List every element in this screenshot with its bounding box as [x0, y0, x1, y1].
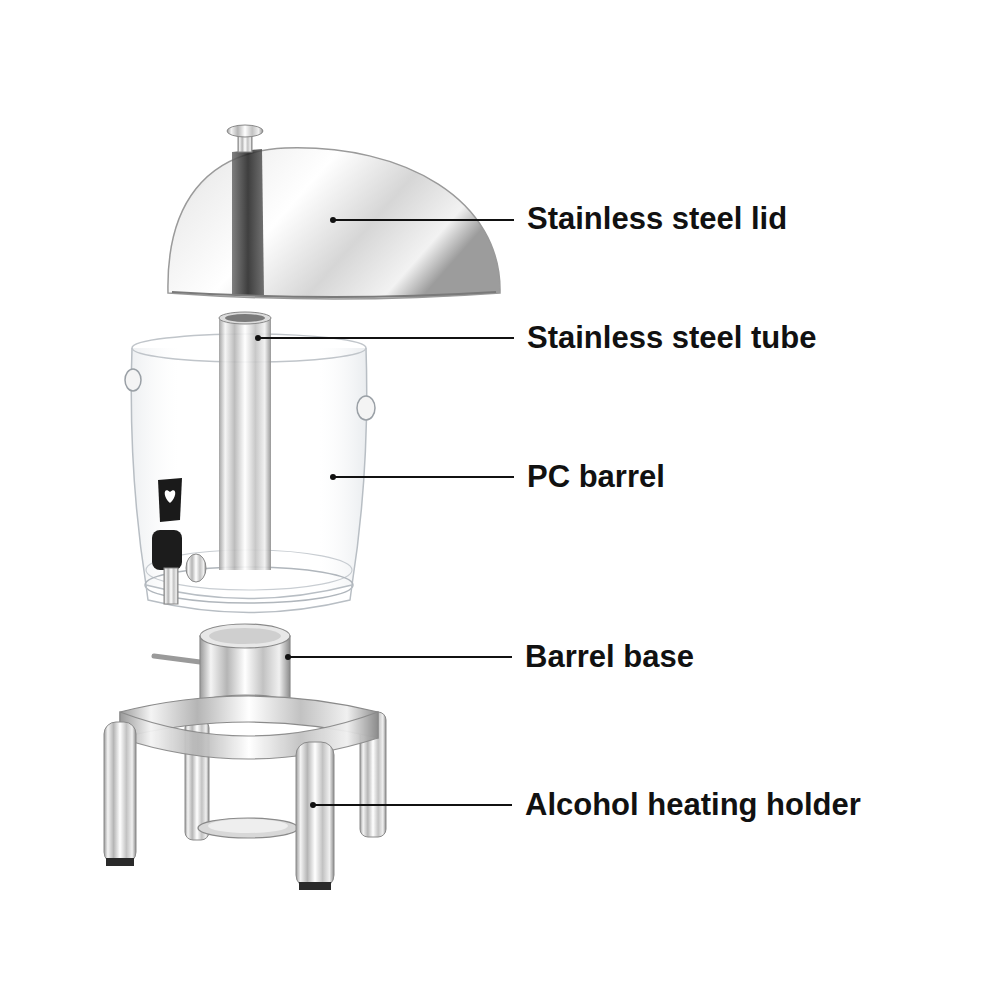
leader-line: [313, 804, 512, 806]
lid-drawing: [168, 125, 500, 299]
leader-dot: [255, 335, 261, 341]
part-label: Alcohol heating holder: [525, 788, 861, 822]
leader-lines: [258, 220, 514, 805]
leader-line: [333, 219, 514, 221]
leader-dot: [330, 217, 336, 223]
part-label: PC barrel: [527, 460, 665, 494]
leader-line: [333, 476, 514, 478]
part-label: Stainless steel tube: [527, 321, 816, 355]
leader-dots: [255, 217, 336, 808]
tap-drawing: [152, 478, 206, 604]
leader-dot: [285, 654, 291, 660]
part-label: Stainless steel lid: [527, 202, 787, 236]
leader-dot: [330, 474, 336, 480]
leader-line: [258, 337, 514, 339]
heating-holder-drawing: [104, 696, 386, 890]
leader-dot: [310, 802, 316, 808]
part-label: Barrel base: [525, 640, 694, 674]
tube-drawing: [219, 312, 271, 570]
leader-line: [288, 656, 512, 658]
